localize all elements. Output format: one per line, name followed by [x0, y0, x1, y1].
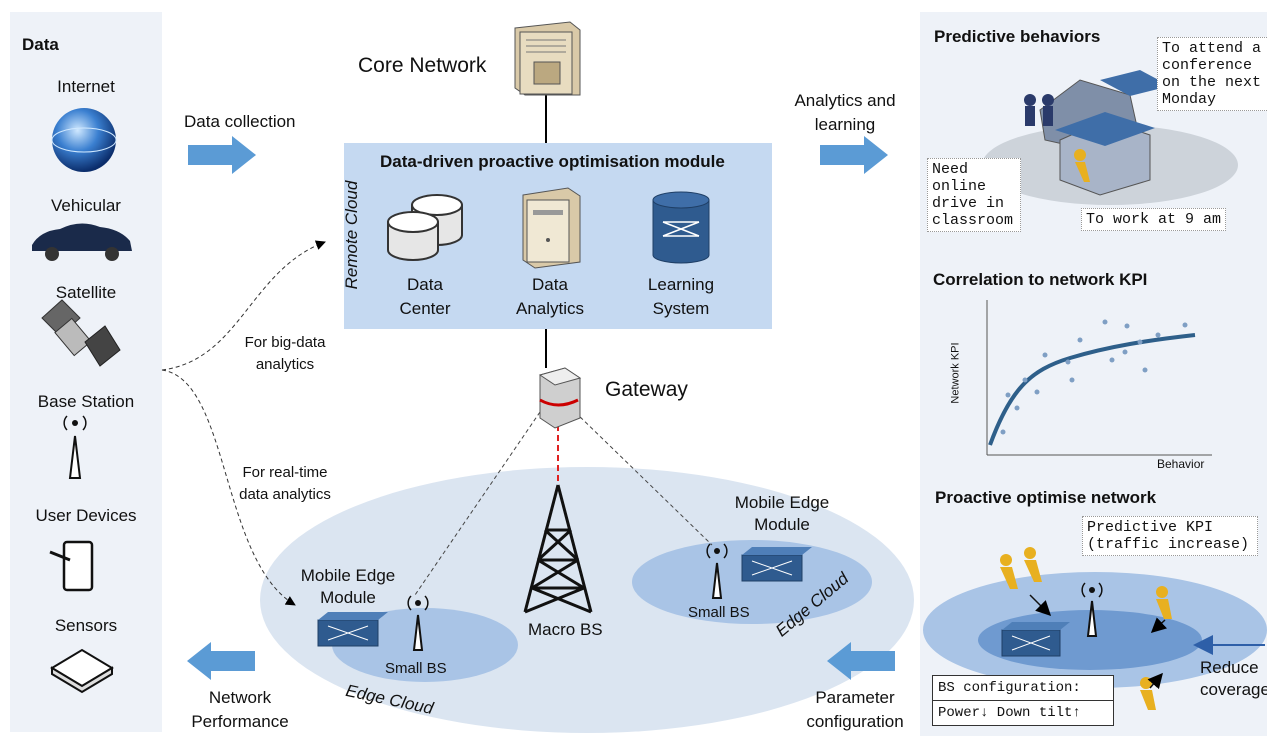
small-bs-right-icon — [706, 543, 728, 599]
mobile-edge-right-switch-icon — [741, 547, 812, 582]
module-title: Data-driven proactive optimisation modul… — [380, 152, 725, 171]
callout-work: To work at 9 am — [1081, 208, 1227, 231]
blue-arrows — [187, 136, 895, 680]
source-base-station-label: Base Station — [37, 392, 135, 411]
bs-config-title: BS configuration: — [933, 676, 1113, 701]
correlation-title: Correlation to network KPI — [933, 270, 1148, 289]
source-sensors-label: Sensors — [54, 616, 118, 635]
correlation-chart — [986, 300, 1212, 456]
learning-system-icon — [652, 191, 710, 264]
data-analytics-server-icon — [522, 187, 581, 269]
predictive-behaviors-illustration — [982, 70, 1238, 205]
bs-configuration-box: BS configuration: Power↓ Down tilt↑ — [932, 675, 1114, 726]
source-vehicular-label: Vehicular — [51, 196, 121, 215]
data-panel-title: Data — [22, 35, 59, 54]
arrow-analytics — [820, 136, 888, 174]
chart-ylabel: Network KPI — [949, 342, 962, 404]
source-satellite-label: Satellite — [55, 283, 117, 302]
data-collection-label: Data collection — [184, 112, 296, 131]
source-internet-label: Internet — [57, 77, 115, 96]
vehicular-car-icon — [32, 223, 132, 261]
remote-cloud-label: Remote Cloud — [342, 180, 361, 290]
predictive-behaviors-title: Predictive behaviors — [934, 27, 1101, 46]
callout-predictive-kpi: Predictive KPI (traffic increase) — [1082, 516, 1258, 556]
proactive-network-illustration — [923, 547, 1267, 710]
data-center-icon — [387, 194, 463, 261]
proactive-title: Proactive optimise network — [935, 488, 1157, 507]
core-network-server-icon — [514, 21, 581, 96]
callout-conference: To attend a conference on the next Monda… — [1157, 37, 1267, 111]
small-bs-right-label: Small BS — [688, 604, 750, 621]
callout-online-drive: Need online drive in classroom — [927, 158, 1021, 232]
sensor-icon — [50, 648, 114, 694]
edge-cloud-right-inner — [632, 540, 872, 624]
gateway-label: Gateway — [605, 378, 688, 401]
arrow-data-collection — [188, 136, 256, 174]
mobile-edge-left-switch-icon — [317, 612, 388, 647]
user-device-tablet-icon — [49, 540, 94, 592]
chart-xlabel: Behavior — [1157, 457, 1205, 471]
arrow-network-performance — [187, 642, 255, 680]
small-bs-left-icon — [407, 595, 429, 651]
macro-bs-tower-icon — [523, 484, 593, 614]
small-bs-left-label: Small BS — [385, 660, 447, 677]
arrow-parameter-config — [827, 642, 895, 680]
internet-globe-icon — [52, 108, 116, 172]
core-network-label: Core Network — [358, 54, 487, 77]
gateway-icon — [538, 367, 582, 429]
base-station-icon — [63, 415, 87, 479]
source-user-devices-label: User Devices — [35, 506, 137, 525]
bs-config-power: Power↓ Down tilt↑ — [938, 705, 1081, 721]
macro-bs-label: Macro BS — [528, 620, 603, 639]
satellite-icon — [41, 299, 121, 367]
